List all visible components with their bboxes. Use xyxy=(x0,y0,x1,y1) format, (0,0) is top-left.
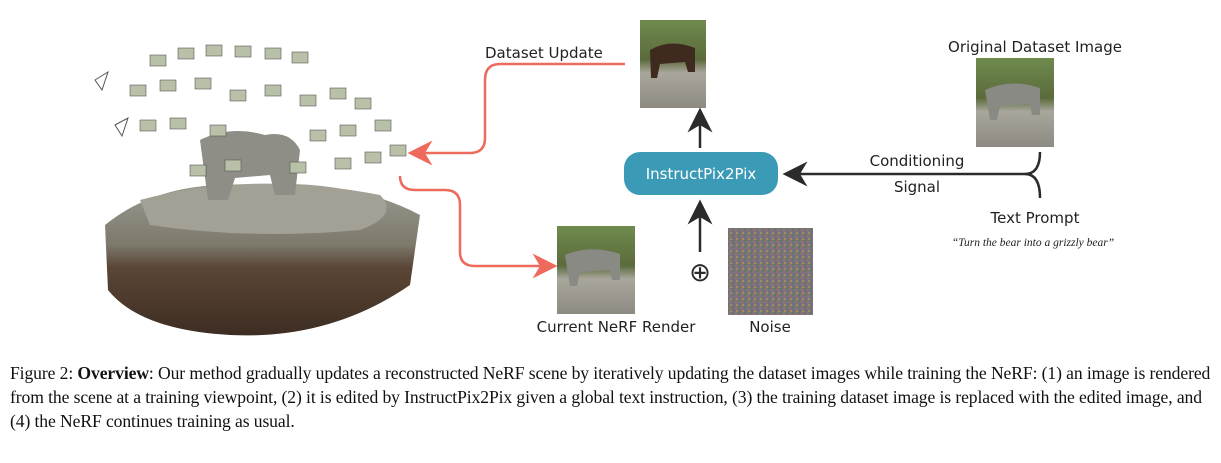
signal-label: Signal xyxy=(894,178,940,196)
model-label: InstructPix2Pix xyxy=(646,165,757,183)
dataset-update-arrow xyxy=(407,62,625,166)
add-icon: ⊕ xyxy=(689,258,711,288)
nerf-scene-image xyxy=(94,44,420,336)
conditioning-label: Conditioning xyxy=(870,152,965,170)
caption-bold: Overview xyxy=(77,363,149,383)
bear-statue-shape xyxy=(200,131,300,200)
noise-label: Noise xyxy=(749,318,791,336)
caption-prefix: Figure 2: xyxy=(10,363,78,383)
text-prompt-label: Text Prompt xyxy=(990,209,1080,227)
noise-image xyxy=(728,228,813,315)
brace xyxy=(1024,172,1042,199)
original-dataset-image-label: Original Dataset Image xyxy=(948,38,1122,56)
edited-image xyxy=(640,20,706,108)
instructpix2pix-box xyxy=(624,152,778,195)
dataset-update-label: Dataset Update xyxy=(485,44,603,62)
current-render-label: Current NeRF Render xyxy=(537,318,697,336)
prompt-text: “Turn the bear into a grizzly bear” xyxy=(952,237,1114,249)
caption-text: : Our method gradually updates a reconst… xyxy=(10,363,1211,431)
figure-caption: Figure 2: Overview: Our method gradually… xyxy=(10,361,1215,433)
camera-frustums xyxy=(129,44,407,177)
render-arrow xyxy=(398,175,558,279)
overview-diagram: Dataset Update InstructPix2Pix Original … xyxy=(94,20,1122,336)
